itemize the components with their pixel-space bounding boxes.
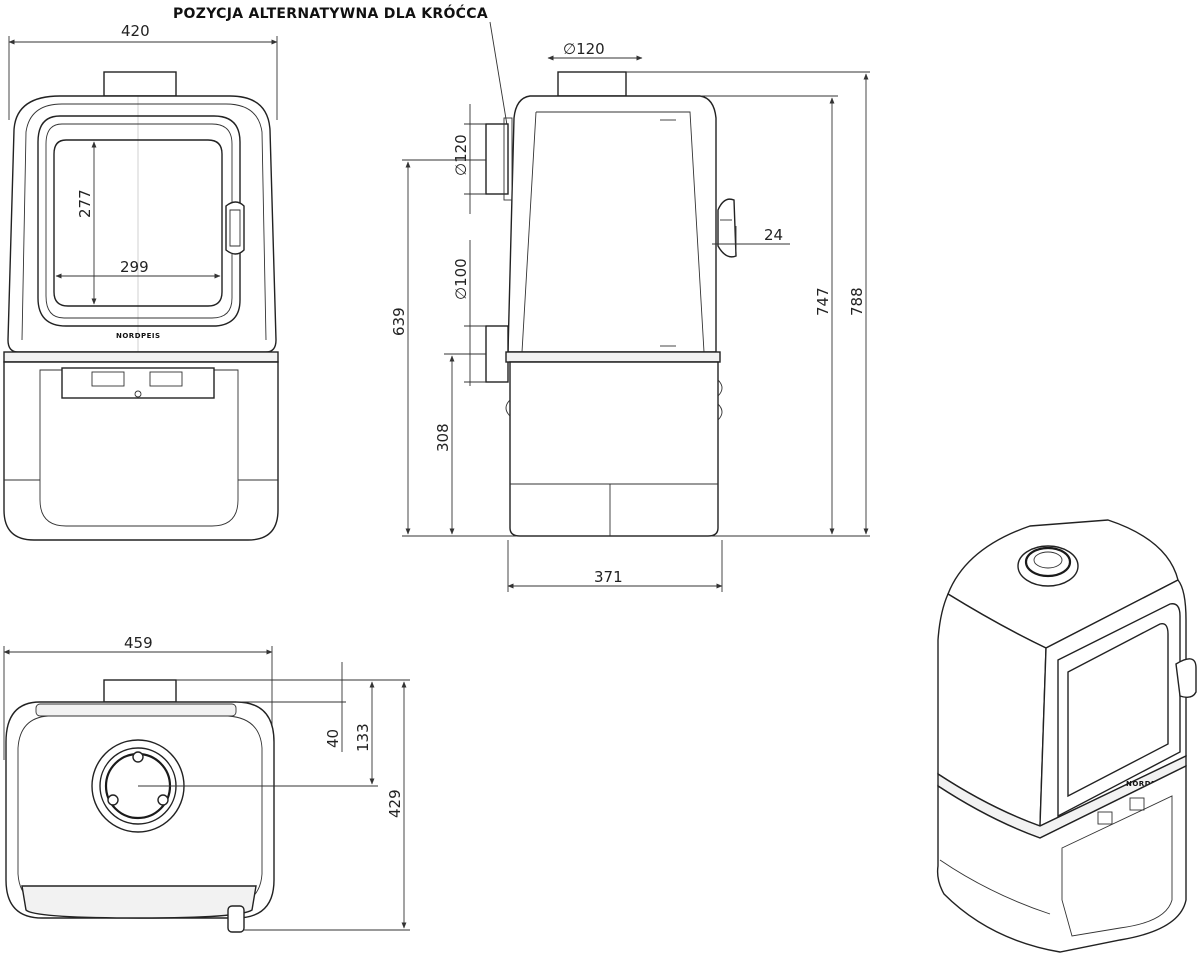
dim-offset-40: 40 [324,729,342,748]
side-rear-flue [485,123,509,195]
dim-top-flue: ∅120 [563,40,605,58]
front-door-handle [225,201,245,255]
top-rear-flue [103,679,177,703]
top-view: 459 40 133 429 [3,634,410,933]
front-view: 420 NORDPEIS 277 299 [3,22,279,541]
dim-788: 788 [848,287,866,316]
dim-top-depth: 429 [386,789,404,818]
dim-handle-depth: 24 [764,226,783,244]
dim-depth: 371 [594,568,623,586]
dim-747: 747 [814,287,832,316]
front-brand-label: NORDPEIS [116,332,161,340]
alt-position-label: POZYCJA ALTERNATYWNA DLA KRÓĆCA [173,4,488,22]
iso-base-opening [1061,795,1173,937]
front-window-glass [53,139,223,307]
front-door-frame [37,115,241,327]
side-view: ∅120 ∅120 [390,40,870,592]
iso-front-upper [1039,579,1187,828]
side-upper-body [507,95,717,353]
dim-window-height: 277 [76,189,94,218]
side-air-inlet [485,325,509,383]
alt-position-leader [489,21,508,126]
dim-top-width: 459 [124,634,153,652]
dim-back-flue: ∅120 [452,134,470,176]
side-base [509,361,719,537]
dim-639: 639 [390,307,408,336]
dim-308: 308 [434,423,452,452]
dim-air-inlet: ∅100 [452,258,470,300]
dim-front-width: 420 [121,22,150,40]
iso-handle [1175,658,1197,699]
top-control-knob [227,905,245,933]
dim-offset-133: 133 [354,723,372,752]
front-flue-collar [103,71,177,97]
top-front-edge [21,885,257,919]
side-flue-collar [557,71,627,97]
front-divider-band [3,351,279,363]
front-base [3,361,279,541]
front-air-control [61,367,215,399]
dim-window-width: 299 [120,258,149,276]
side-divider-band [505,351,721,363]
iso-door [1057,603,1181,818]
isometric-view: NORDPEIS [936,519,1197,953]
iso-window [1067,623,1169,798]
side-door-handle [717,198,737,258]
